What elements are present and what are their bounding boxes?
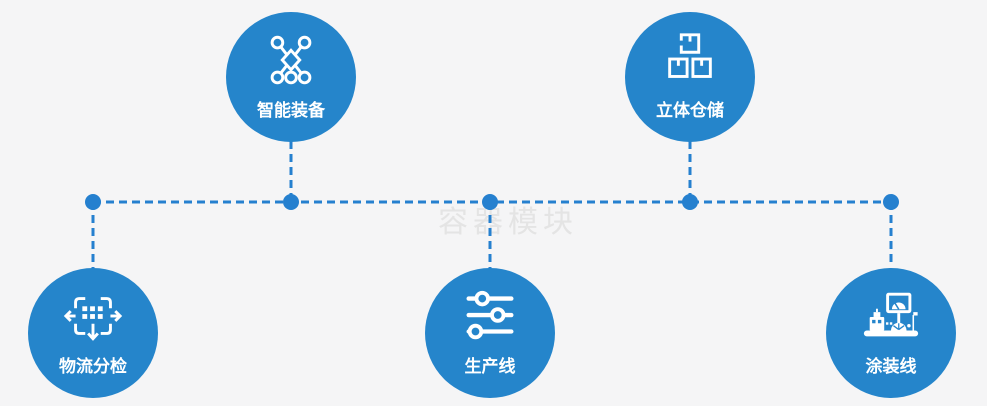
node-production-line[interactable]: 生产线 (425, 268, 555, 398)
junction-dot (283, 194, 299, 210)
junction-dot (682, 194, 698, 210)
node-label: 涂装线 (865, 357, 917, 377)
node-label: 生产线 (464, 357, 516, 377)
junction-dot (883, 194, 899, 210)
node-label: 物流分检 (59, 357, 127, 377)
sliders-icon (459, 285, 521, 347)
stacked-boxes-icon (659, 29, 721, 91)
network-nodes-icon (260, 29, 322, 91)
machine-monitor-icon (860, 285, 922, 347)
node-smart-equipment[interactable]: 智能装备 (226, 12, 356, 142)
node-label: 智能装备 (257, 101, 325, 121)
junction-dot (85, 194, 101, 210)
node-coating-line[interactable]: 涂装线 (826, 268, 956, 398)
sorting-arrows-icon (62, 285, 124, 347)
junction-dot (482, 194, 498, 210)
watermark: 容器模块 (438, 205, 578, 240)
node-warehouse[interactable]: 立体仓储 (625, 12, 755, 142)
node-logistics-sorting[interactable]: 物流分检 (28, 268, 158, 398)
node-label: 立体仓储 (656, 101, 724, 121)
